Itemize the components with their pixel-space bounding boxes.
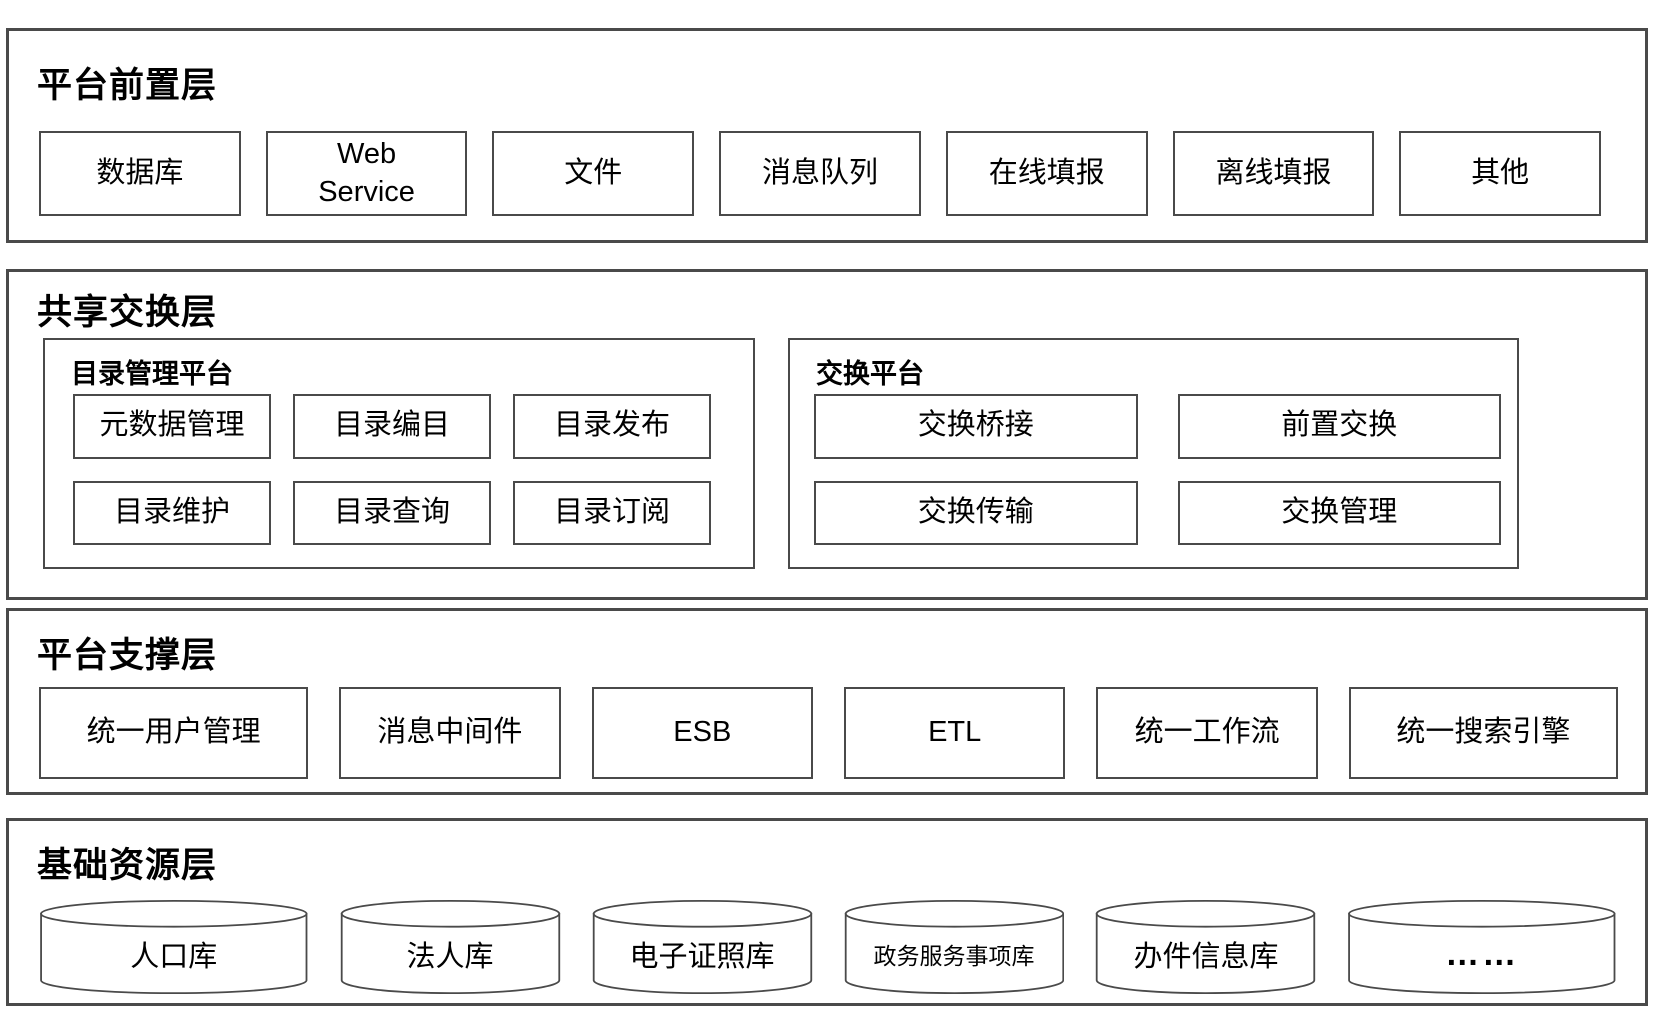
population-database-cylinder: 人口库 bbox=[39, 899, 309, 995]
front-exchange-box-label: 前置交换 bbox=[1281, 409, 1398, 442]
web-service-box: Web Service bbox=[265, 131, 468, 216]
unified-search-engine-box-label: 统一搜索引擎 bbox=[1396, 716, 1571, 749]
catalog-compilation-box-label: 目录编目 bbox=[333, 409, 450, 442]
web-service-box-label: Web Service bbox=[318, 137, 415, 208]
layer-platform-support: 平台支撑层 统一用户管理 消息中间件 ESB ETL 统一工作流 统一搜索引擎 bbox=[6, 608, 1648, 795]
database-cylinder-icon bbox=[39, 899, 309, 995]
unified-user-management-box: 统一用户管理 bbox=[39, 687, 309, 779]
layer-platform-front: 平台前置层 数据库 Web Service 文件 消息队列 在线填报 离线填报 … bbox=[6, 28, 1648, 243]
catalog-management-platform: 目录管理平台 元数据管理 目录编目 目录发布 目录维护 目录查询 目录订阅 bbox=[43, 338, 755, 569]
more-databases-cylinder: …… bbox=[1347, 899, 1617, 995]
unified-workflow-box: 统一工作流 bbox=[1096, 687, 1318, 779]
metadata-management-box-label: 元数据管理 bbox=[99, 409, 245, 442]
etl-box: ETL bbox=[844, 687, 1066, 779]
catalog-subscription-box-label: 目录订阅 bbox=[553, 495, 670, 528]
database-box: 数据库 bbox=[39, 131, 241, 216]
online-filing-box-label: 在线填报 bbox=[988, 156, 1105, 189]
catalog-management-platform-title: 目录管理平台 bbox=[71, 359, 233, 389]
exchange-management-box-label: 交换管理 bbox=[1281, 495, 1398, 528]
exchange-transport-box-label: 交换传输 bbox=[917, 495, 1034, 528]
catalog-query-box-label: 目录查询 bbox=[333, 495, 450, 528]
exchange-bridge-box: 交换桥接 bbox=[814, 394, 1138, 459]
legal-entity-database-label: 法人库 bbox=[406, 941, 494, 973]
resource-layer-cylinder-row: 人口库 法人库 电子证照库 bbox=[39, 899, 1617, 995]
message-queue-box: 消息队列 bbox=[719, 131, 921, 216]
exchange-transport-box: 交换传输 bbox=[814, 480, 1138, 545]
support-layer-box-row: 统一用户管理 消息中间件 ESB ETL 统一工作流 统一搜索引擎 bbox=[39, 687, 1618, 779]
database-cylinder-icon bbox=[844, 899, 1065, 995]
database-cylinder-icon bbox=[1347, 899, 1617, 995]
other-box-label: 其他 bbox=[1471, 156, 1530, 189]
other-box: 其他 bbox=[1399, 131, 1602, 216]
unified-search-engine-box: 统一搜索引擎 bbox=[1348, 687, 1618, 779]
offline-filing-box: 离线填报 bbox=[1172, 131, 1375, 216]
layer-shared-exchange-title: 共享交换层 bbox=[37, 293, 218, 332]
layer-basic-resource: 基础资源层 人口库 法人库 bbox=[6, 818, 1648, 1006]
more-databases-label: …… bbox=[1445, 934, 1520, 973]
catalog-platform-grid: 元数据管理 目录编目 目录发布 目录维护 目录查询 目录订阅 bbox=[73, 394, 711, 545]
front-layer-box-row: 数据库 Web Service 文件 消息队列 在线填报 离线填报 其他 bbox=[39, 131, 1602, 216]
message-middleware-box-label: 消息中间件 bbox=[377, 716, 523, 749]
unified-workflow-box-label: 统一工作流 bbox=[1134, 716, 1280, 749]
database-cylinder-icon bbox=[592, 899, 813, 995]
catalog-subscription-box: 目录订阅 bbox=[513, 480, 711, 545]
government-service-items-database-label: 政务服务事项库 bbox=[873, 943, 1035, 969]
message-queue-box-label: 消息队列 bbox=[762, 156, 879, 189]
exchange-platform: 交换平台 交换桥接 前置交换 交换传输 交换管理 bbox=[788, 338, 1519, 569]
file-box: 文件 bbox=[492, 131, 695, 216]
legal-entity-database-cylinder: 法人库 bbox=[340, 899, 561, 995]
file-box-label: 文件 bbox=[564, 156, 623, 189]
online-filing-box: 在线填报 bbox=[945, 131, 1148, 216]
database-box-label: 数据库 bbox=[96, 156, 184, 189]
exchange-bridge-box-label: 交换桥接 bbox=[917, 409, 1034, 442]
front-exchange-box: 前置交换 bbox=[1177, 394, 1501, 459]
message-middleware-box: 消息中间件 bbox=[339, 687, 561, 779]
exchange-platform-grid: 交换桥接 前置交换 交换传输 交换管理 bbox=[814, 394, 1501, 545]
database-cylinder-icon bbox=[340, 899, 561, 995]
exchange-management-box: 交换管理 bbox=[1177, 480, 1501, 545]
catalog-query-box: 目录查询 bbox=[293, 480, 491, 545]
esb-box-label: ESB bbox=[673, 716, 732, 749]
metadata-management-box: 元数据管理 bbox=[73, 394, 271, 459]
catalog-compilation-box: 目录编目 bbox=[293, 394, 491, 459]
esb-box: ESB bbox=[591, 687, 813, 779]
catalog-maintenance-box: 目录维护 bbox=[73, 480, 271, 545]
layer-basic-resource-title: 基础资源层 bbox=[37, 846, 218, 885]
etl-box-label: ETL bbox=[928, 716, 982, 749]
case-information-database-cylinder: 办件信息库 bbox=[1095, 899, 1316, 995]
population-database-label: 人口库 bbox=[130, 941, 218, 973]
database-cylinder-icon bbox=[1095, 899, 1316, 995]
electronic-license-database-cylinder: 电子证照库 bbox=[592, 899, 813, 995]
catalog-maintenance-box-label: 目录维护 bbox=[113, 495, 230, 528]
offline-filing-box-label: 离线填报 bbox=[1215, 156, 1332, 189]
exchange-layer-subplatform-row: 目录管理平台 元数据管理 目录编目 目录发布 目录维护 目录查询 目录订阅 交换… bbox=[43, 338, 1519, 569]
catalog-publish-box: 目录发布 bbox=[513, 394, 711, 459]
layer-platform-support-title: 平台支撑层 bbox=[37, 636, 218, 675]
exchange-platform-title: 交换平台 bbox=[816, 359, 924, 389]
government-service-items-database-cylinder: 政务服务事项库 bbox=[844, 899, 1065, 995]
case-information-database-label: 办件信息库 bbox=[1133, 941, 1279, 973]
catalog-publish-box-label: 目录发布 bbox=[553, 409, 670, 442]
layer-shared-exchange: 共享交换层 目录管理平台 元数据管理 目录编目 目录发布 目录维护 目录查询 目… bbox=[6, 269, 1648, 600]
electronic-license-database-label: 电子证照库 bbox=[629, 941, 775, 973]
unified-user-management-box-label: 统一用户管理 bbox=[86, 716, 261, 749]
layer-platform-front-title: 平台前置层 bbox=[37, 66, 218, 105]
